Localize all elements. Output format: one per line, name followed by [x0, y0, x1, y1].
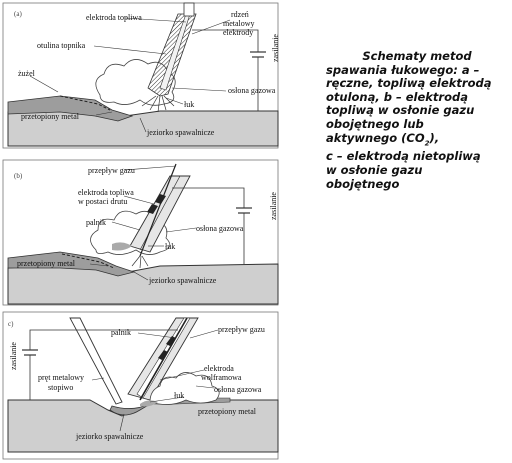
panel-c-leaders: [91, 329, 219, 432]
panel-b-contact-tube-1: [147, 204, 158, 214]
panel-b-label-electrode-2: w postaci drutu: [78, 197, 127, 206]
caption-line-9: w osłonie gazu: [326, 163, 423, 178]
caption-title-line-1: Schematy metod: [362, 49, 472, 63]
panel-c-label-gas-shield: osłona gazowa: [214, 385, 262, 394]
caption-line-10: obojętnego: [326, 176, 400, 191]
panel-c-label-weld-metal: przetopiony metal: [198, 407, 257, 416]
panel-c-label-rod-1: pręt metalowy: [38, 373, 84, 382]
panel-c-arc-glow: [140, 400, 158, 407]
panel-c-letter: c): [8, 320, 14, 328]
panel-b-weld-deposit: [7, 251, 136, 277]
caption-line-7-post: ),: [429, 130, 440, 145]
panel-c-label-torch: palnik: [111, 328, 131, 337]
caption-line-3: ręczne, topliwą elektrodą: [326, 76, 492, 91]
panel-c-label-rod-2: stopiwo: [48, 383, 73, 392]
panel-b-label-gas-flow: przepływ gazu: [88, 166, 135, 175]
panel-c-label-tungsten-2: wolframowa: [201, 373, 242, 382]
panel-b-fusion-line: [61, 253, 115, 269]
panel-a-label-electrode: elektroda topliwa: [86, 13, 142, 22]
panel-b-label-power: zasilanie: [269, 192, 278, 220]
panel-a-frame: [2, 2, 279, 149]
caption-line-4: otuloną, b – elektrodą: [326, 89, 468, 104]
panel-a-label-slag: żużel: [18, 69, 36, 78]
caption-line-8: c – elektrodą nietopliwą: [326, 149, 481, 164]
panel-a-leaders: [29, 17, 231, 133]
panel-c-flow-arrow-1: [166, 336, 176, 346]
panel-b-label-weld-metal: przetopiony metal: [17, 259, 76, 268]
panel-a-power-wire-top: [192, 29, 259, 52]
panel-a-label-arc: łuk: [184, 100, 194, 109]
caption-line-6: obojętnego lub: [326, 116, 424, 131]
caption-line-7-pre: aktywnego (CO: [326, 130, 425, 145]
panel-a-label-core-2: metalowy: [223, 19, 255, 28]
panel-a-label-gas-shield: osłona gazowa: [228, 86, 276, 95]
panel-b-label-electrode-1: elektroda topliwa: [78, 188, 134, 197]
panel-c-tungsten-electrode: [139, 317, 188, 401]
panel-c-label-gas-flow: przepływ gazu: [218, 325, 265, 334]
panel-b-letter: (b): [14, 172, 23, 180]
panel-c: c) zasilanie palnik p: [2, 311, 279, 460]
panel-c-power-wire-top: [29, 329, 120, 350]
panel-a-electrode-top: [183, 2, 195, 17]
panel-a-fusion-line: [59, 95, 111, 111]
panel-c-filler-rod: [69, 317, 123, 405]
panel-c-label-weld-pool: jeziorko spawalnicze: [75, 432, 144, 441]
panel-a-label-core-1: rdzeń: [231, 10, 249, 19]
panel-c-flow-arrow-2: [158, 350, 168, 360]
panel-b-wire-electrode: [139, 163, 177, 257]
panel-a-weld-deposit: [7, 95, 134, 122]
panel-b-leaders: [89, 165, 197, 281]
panel-b-spatter: [112, 242, 132, 251]
caption-line-7: aktywnego (CO2),: [326, 130, 508, 151]
panel-b-arc-sparks: [131, 255, 149, 269]
panel-c-label-tungsten-1: elektroda: [204, 364, 234, 373]
caption-line-5: topliwą w osłonie gazu: [326, 103, 475, 118]
panel-c-label-arc: łuk: [174, 391, 184, 400]
figure-caption: Schematy metod spawania łukowego: a – rę…: [326, 49, 508, 191]
caption-line-7-sub: 2: [424, 138, 430, 147]
panel-a-label-weld-pool: jeziorko spawalnicze: [146, 128, 215, 137]
panel-a-arc-sparks: [141, 95, 175, 113]
panel-c-gas-shield-cloud: [149, 372, 220, 405]
panel-c-label-power: zasilanie: [9, 342, 18, 370]
panel-b-label-weld-pool: jeziorko spawalnicze: [148, 276, 217, 285]
panel-c-frame: [2, 311, 279, 460]
panel-a-label-power: zasilanie: [271, 34, 280, 62]
panel-a-label-weld-metal: przetopiony metal: [21, 112, 80, 121]
panel-b-label-torch: palnik: [86, 218, 106, 227]
panel-b-power-wire-top: [172, 187, 245, 208]
panel-a: (a): [2, 2, 280, 149]
panel-b-frame: [2, 159, 279, 306]
panel-b-label-arc: łuk: [165, 242, 175, 251]
panel-b-label-gas-shield: osłona gazowa: [196, 224, 244, 233]
panel-a-label-core-3: elektrody: [223, 28, 253, 37]
panel-b: (b) przepływ: [2, 159, 279, 306]
panel-a-letter: (a): [14, 10, 22, 18]
caption-title-line-2: spawania łukowego: a –: [326, 62, 480, 77]
panel-a-label-coating: otulina topnika: [37, 41, 86, 50]
